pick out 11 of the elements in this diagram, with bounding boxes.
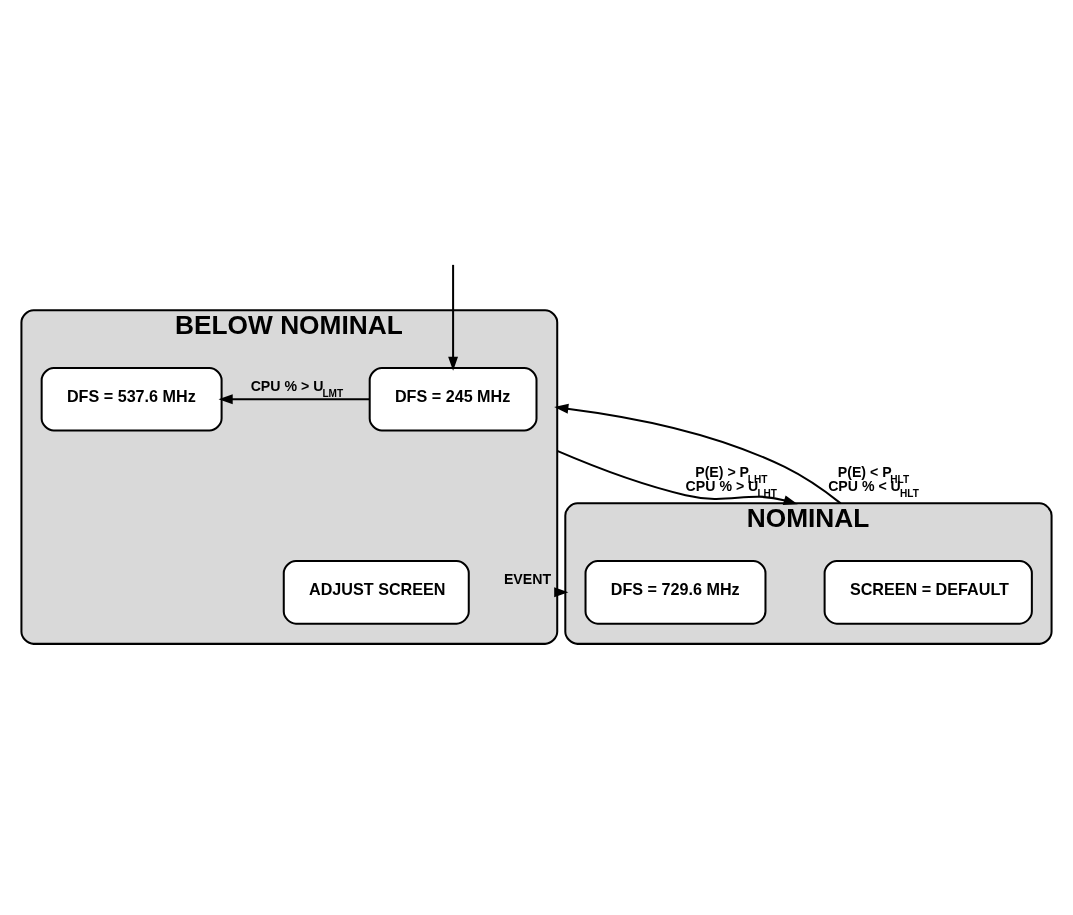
node-box: SCREEN = DEFAULT: [823, 559, 1033, 625]
arrow: [554, 403, 842, 504]
node-box: ADJUST SCREEN: [282, 559, 470, 625]
arrow: [556, 449, 798, 505]
arrow: [218, 393, 370, 404]
edge-label: EVENT: [503, 570, 552, 587]
edge-label: CPU % > U$_{LMT}$: [250, 377, 344, 399]
node-box: DFS = 729.6 MHz: [584, 559, 767, 625]
node-box: DFS = 245 MHz: [368, 366, 538, 432]
node-box: DFS = 537.6 MHz: [40, 366, 223, 432]
arrow: [448, 264, 459, 371]
